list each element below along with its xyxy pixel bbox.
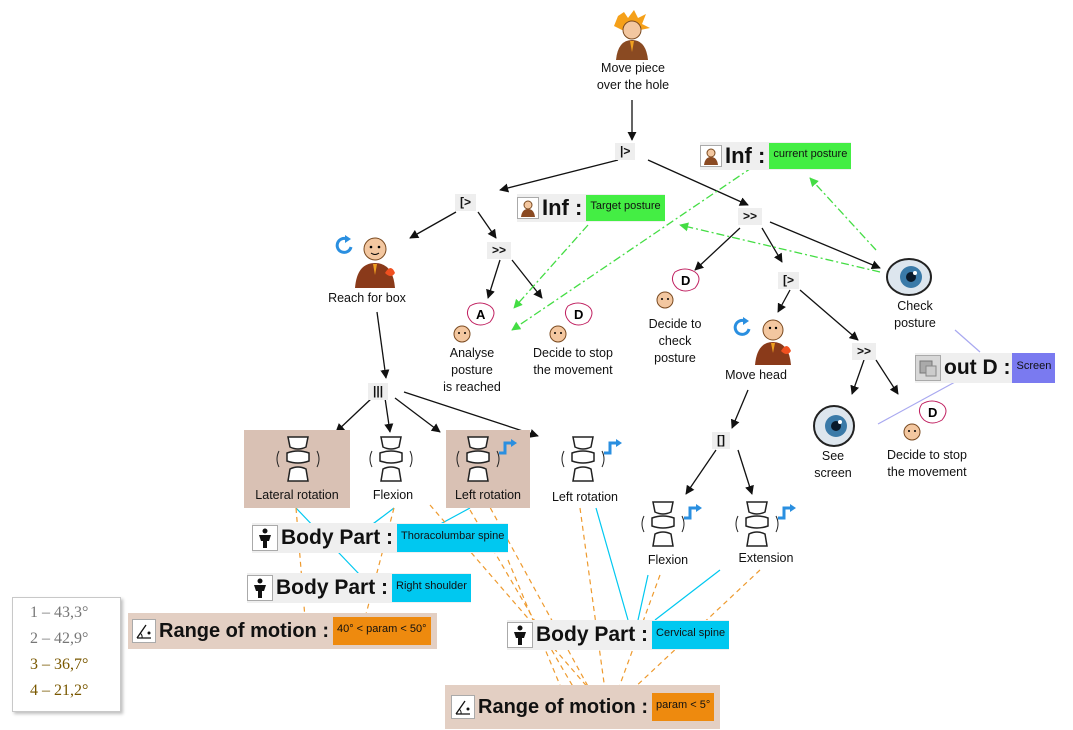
person-icon — [700, 145, 722, 167]
joint-flexion-1-icon[interactable] — [368, 435, 414, 485]
task-label-extension: Extension — [738, 551, 794, 565]
root-user-task-icon[interactable] — [608, 8, 656, 60]
body-icon — [247, 575, 273, 601]
body-icon — [252, 525, 278, 551]
spine-joint-icon — [466, 436, 490, 482]
body-part-key: Body Part : — [536, 623, 649, 646]
check-posture-icon[interactable] — [885, 255, 935, 299]
thinking-person-icon — [453, 302, 495, 343]
decide-check-icon[interactable]: D — [655, 268, 705, 310]
cycling-arrow-icon — [335, 235, 353, 254]
task-label-analyse: Analyse posture is reached — [443, 346, 501, 394]
info-key: Inf : — [542, 195, 583, 220]
person-icon — [614, 10, 650, 60]
spine-joint-icon — [571, 436, 595, 482]
operator-inner-sequence[interactable]: >> — [852, 343, 877, 360]
task-label-lateral-rotation: Lateral rotation — [255, 488, 339, 502]
move-head-icon[interactable] — [733, 315, 803, 365]
body-part-right-shoulder[interactable]: Body Part : Right shoulder — [247, 573, 471, 603]
operator-concurrent[interactable]: ||| — [368, 383, 389, 400]
decide-stop-1-icon[interactable]: D — [548, 302, 598, 344]
eye-icon — [886, 258, 932, 296]
badge-decide: D — [681, 273, 690, 288]
task-edges — [335, 100, 899, 495]
output-key: out D : — [944, 356, 1011, 379]
thinking-person-icon — [549, 302, 593, 343]
spine-joint-icon — [369, 436, 413, 482]
see-screen-icon[interactable] — [812, 404, 858, 448]
body-part-key: Body Part : — [281, 526, 394, 549]
operator-choice[interactable]: [] — [712, 432, 730, 449]
operator-root[interactable]: |> — [615, 143, 636, 160]
angle-icon — [132, 619, 156, 643]
person-icon — [517, 197, 539, 219]
body-part-value: Thoracolumbar spine — [397, 524, 509, 552]
range-key: Range of motion : — [478, 695, 648, 718]
task-label-flexion-2: Flexion — [647, 553, 689, 567]
task-label-left-rotation-2: Left rotation — [551, 490, 618, 504]
legend-item-1: 1 – 43,3° — [30, 604, 89, 621]
range-value: 40° < param < 50° — [332, 617, 431, 645]
legend-item-3: 3 – 36,7° — [30, 656, 89, 673]
task-label-decide-stop-1: Decide to stop the movement — [533, 346, 613, 377]
operator-left-interrupt[interactable]: [> — [455, 194, 477, 211]
thinking-person-icon — [903, 400, 947, 441]
body-part-key: Body Part : — [276, 576, 389, 599]
angle-legend: 1 – 43,3° 2 – 42,9° 3 – 36,7° 4 – 21,2° — [12, 597, 121, 712]
range-of-motion-2[interactable]: Range of motion : param < 5° — [445, 685, 721, 729]
body-part-thoracolumbar[interactable]: Body Part : Thoracolumbar spine — [252, 523, 509, 553]
task-label-root: Move piece over the hole — [596, 61, 670, 92]
range-of-motion-1[interactable]: Range of motion : 40° < param < 50° — [128, 613, 437, 649]
operator-left-sequence[interactable]: >> — [487, 242, 512, 259]
joint-left-rotation-2-icon[interactable] — [560, 435, 626, 485]
info-value: Target posture — [586, 195, 665, 221]
badge-decide: D — [574, 307, 583, 322]
task-label-reach: Reach for box — [328, 291, 406, 305]
analyse-task-icon[interactable]: A — [452, 302, 498, 344]
eye-icon — [813, 405, 855, 447]
task-label-move-head: Move head — [725, 368, 787, 382]
body-icon — [507, 622, 533, 648]
output-screen[interactable]: out D : Screen — [915, 353, 1056, 383]
joint-left-rotation-1-icon[interactable] — [455, 435, 521, 485]
info-target-posture[interactable]: Inf : Target posture — [517, 194, 665, 222]
thinking-person-icon — [656, 268, 700, 309]
legend-item-2: 2 – 42,9° — [30, 630, 89, 647]
info-flow-edges — [511, 157, 881, 331]
info-value: current posture — [769, 143, 852, 169]
spine-joint-icon — [276, 436, 320, 482]
joint-lateral-rotation-icon[interactable] — [275, 435, 321, 485]
output-device-icon — [915, 355, 941, 381]
body-part-value: Cervical spine — [652, 621, 730, 649]
task-label-left-rotation-1: Left rotation — [454, 488, 521, 502]
range-value: param < 5° — [651, 693, 715, 721]
cycling-arrow-icon — [733, 317, 751, 336]
spine-joint-icon — [745, 501, 769, 547]
task-label-check-posture: Check posture — [894, 299, 936, 330]
decide-stop-2-icon[interactable]: D — [902, 400, 952, 442]
angle-icon — [451, 695, 475, 719]
range-key: Range of motion : — [159, 619, 329, 642]
operator-right-sequence[interactable]: >> — [738, 208, 763, 225]
joint-extension-icon[interactable] — [734, 500, 800, 550]
output-links — [877, 329, 981, 425]
joint-flexion-2-icon[interactable] — [640, 500, 706, 550]
output-value: Screen — [1012, 353, 1056, 383]
task-label-decide-check: Decide to check posture — [648, 317, 702, 365]
body-part-value: Right shoulder — [392, 574, 471, 602]
person-icon — [355, 237, 395, 288]
body-part-cervical[interactable]: Body Part : Cervical spine — [507, 620, 730, 650]
person-icon — [755, 319, 791, 365]
reach-task-icon[interactable] — [331, 233, 401, 288]
task-label-decide-stop-2: Decide to stop the movement — [887, 448, 967, 479]
info-current-posture[interactable]: Inf : current posture — [700, 142, 852, 170]
spine-joint-icon — [651, 501, 675, 547]
info-key: Inf : — [725, 143, 766, 168]
badge-analyse: A — [476, 307, 486, 322]
operator-right-interrupt[interactable]: [> — [778, 272, 800, 289]
legend-item-4: 4 – 21,2° — [30, 682, 89, 699]
task-label-see-screen: See screen — [814, 449, 852, 480]
task-label-flexion-1: Flexion — [372, 488, 414, 502]
badge-decide: D — [928, 405, 937, 420]
